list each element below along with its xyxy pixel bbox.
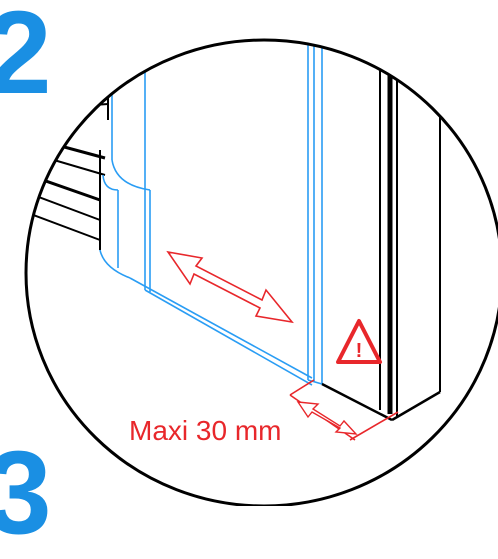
warning-triangle-icon: ! <box>336 319 382 364</box>
warning-mark: ! <box>356 340 363 362</box>
installation-diagram: ! <box>24 38 498 506</box>
step-number-current: 2 <box>0 0 52 119</box>
sliding-direction-arrow <box>166 250 294 324</box>
step-number-next: 3 <box>0 427 52 559</box>
dimension-arrow <box>296 401 358 435</box>
dimension-label: Maxi 30 mm <box>129 415 282 446</box>
sliding-panel <box>99 40 323 386</box>
detail-view: ! <box>26 40 441 441</box>
detail-circle <box>24 38 498 506</box>
